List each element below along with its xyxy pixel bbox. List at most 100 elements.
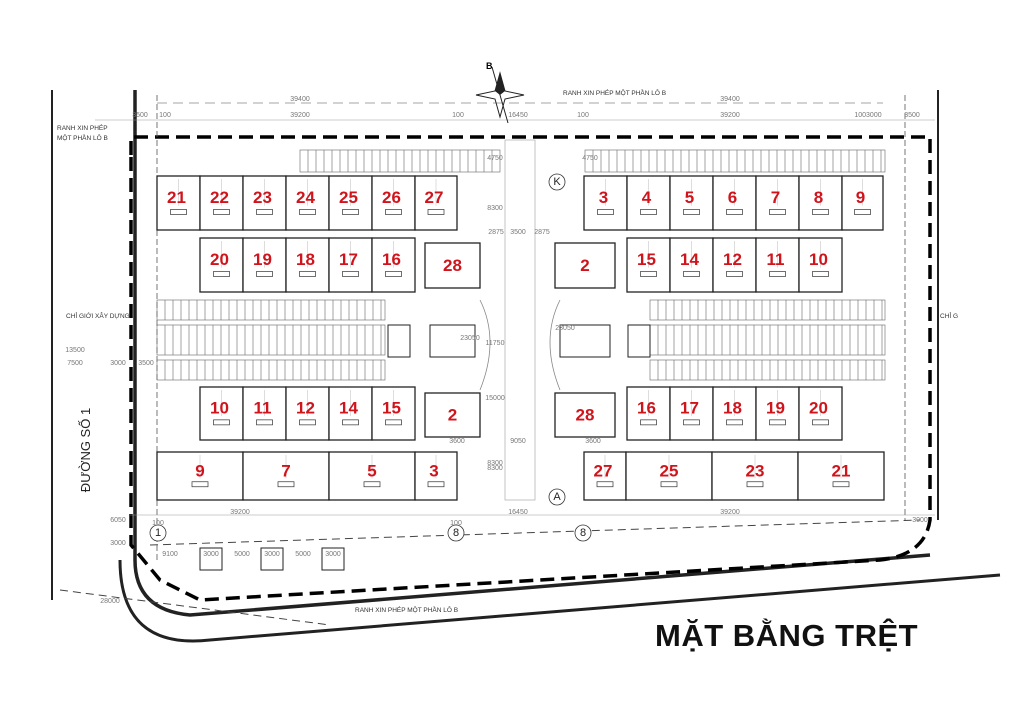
unit-outline <box>554 392 616 438</box>
dimension-center: 3600 <box>449 438 465 445</box>
unit-number: 23 <box>253 188 272 207</box>
kitchen-fixture <box>213 209 230 215</box>
kitchen-fixture <box>812 209 829 215</box>
unit-25[interactable]: 25 <box>328 175 373 231</box>
dimension-bottom: 3000 <box>325 551 341 558</box>
dimension-bottom: 9100 <box>162 551 178 558</box>
unit-number: 5 <box>685 188 694 207</box>
unit-number: 27 <box>594 462 613 481</box>
dimension-center: 3600 <box>585 438 601 445</box>
unit-8[interactable]: 8 <box>798 175 843 231</box>
unit-14[interactable]: 14 <box>328 386 373 441</box>
unit-number: 18 <box>296 250 315 269</box>
dimension-top: 100 <box>159 112 171 119</box>
dimension-center: 4750 <box>582 155 598 162</box>
unit-19[interactable]: 19 <box>755 386 800 441</box>
unit-12[interactable]: 12 <box>285 386 330 441</box>
unit-6[interactable]: 6 <box>712 175 757 231</box>
unit-18[interactable]: 18 <box>285 237 330 293</box>
unit-24[interactable]: 24 <box>285 175 330 231</box>
unit-number: 5 <box>367 462 376 481</box>
dimension-center: 9050 <box>510 438 526 445</box>
unit-27[interactable]: 27 <box>583 451 627 501</box>
kitchen-fixture <box>427 481 445 488</box>
unit-18[interactable]: 18 <box>712 386 757 441</box>
unit-number: 19 <box>253 250 272 269</box>
unit-5[interactable]: 5 <box>669 175 714 231</box>
unit-25[interactable]: 25 <box>625 451 713 501</box>
unit-3[interactable]: 3 <box>583 175 628 231</box>
parking-bay <box>199 547 223 571</box>
unit-number: 20 <box>809 399 828 418</box>
unit-16[interactable]: 16 <box>371 237 416 293</box>
kitchen-fixture <box>640 209 657 215</box>
dimension-left: 11750 <box>486 340 505 347</box>
unit-16[interactable]: 16 <box>626 386 671 441</box>
unit-number: 17 <box>680 399 699 418</box>
dimension-top: 39200 <box>290 112 310 119</box>
dimension-top: 39200 <box>720 112 740 119</box>
unit-23[interactable]: 23 <box>242 175 287 231</box>
stair-core-right <box>627 324 651 358</box>
kitchen-fixture <box>213 419 230 426</box>
unit-11[interactable]: 11 <box>755 237 800 293</box>
kitchen-fixture <box>299 419 316 426</box>
dimension-left: 13500 <box>65 347 85 354</box>
unit-2[interactable]: 2 <box>554 242 616 289</box>
unit-19[interactable]: 19 <box>242 237 287 293</box>
dimension-bottom: 39200 <box>720 509 740 516</box>
unit-9[interactable]: 9 <box>156 451 244 501</box>
unit-number: 12 <box>296 399 315 418</box>
note-setback-right: CHỈ G <box>940 311 958 320</box>
unit-27[interactable]: 27 <box>414 175 458 231</box>
unit-14[interactable]: 14 <box>669 237 714 293</box>
unit-17[interactable]: 17 <box>328 237 373 293</box>
grid-axis-8: 8 <box>447 524 465 542</box>
note-setback-left: CHỈ GIỚI XÂY DỰNG <box>66 311 130 320</box>
unit-28[interactable]: 28 <box>424 242 481 289</box>
unit-number: 16 <box>637 399 656 418</box>
unit-number: 14 <box>339 399 358 418</box>
unit-number: 4 <box>642 188 652 207</box>
unit-28[interactable]: 28 <box>554 392 616 438</box>
unit-2[interactable]: 2 <box>424 392 481 438</box>
unit-9[interactable]: 9 <box>841 175 884 231</box>
unit-number: 7 <box>281 462 290 481</box>
unit-11[interactable]: 11 <box>242 386 287 441</box>
unit-17[interactable]: 17 <box>669 386 714 441</box>
parking-bay <box>321 547 345 571</box>
compass-axis <box>491 66 509 124</box>
unit-21[interactable]: 21 <box>797 451 885 501</box>
dimension-center: 8300 <box>487 460 503 467</box>
compass-label: B <box>486 61 493 71</box>
dimension-bottom: 3000 <box>264 551 280 558</box>
unit-12[interactable]: 12 <box>712 237 757 293</box>
parking-strip <box>649 359 886 381</box>
unit-21[interactable]: 21 <box>156 175 201 231</box>
unit-7[interactable]: 7 <box>242 451 330 501</box>
note-boundary-bottom: RANH XIN PHÉP MỘT PHẦN LÔ B <box>355 604 458 614</box>
unit-23[interactable]: 23 <box>711 451 799 501</box>
dimension-bottom: 16450 <box>508 509 528 516</box>
unit-10[interactable]: 10 <box>798 237 843 293</box>
unit-number: 12 <box>723 250 742 269</box>
unit-20[interactable]: 20 <box>798 386 843 441</box>
unit-4[interactable]: 4 <box>626 175 671 231</box>
unit-22[interactable]: 22 <box>199 175 244 231</box>
unit-5[interactable]: 5 <box>328 451 416 501</box>
unit-20[interactable]: 20 <box>199 237 244 293</box>
unit-15[interactable]: 15 <box>626 237 671 293</box>
unit-number: 25 <box>660 462 679 481</box>
unit-outline <box>424 392 481 438</box>
unit-26[interactable]: 26 <box>371 175 416 231</box>
unit-number: 21 <box>832 462 851 481</box>
dimension-left: 4750 <box>487 155 503 162</box>
axis-bubble <box>574 524 592 542</box>
kitchen-fixture <box>832 481 850 488</box>
unit-7[interactable]: 7 <box>755 175 800 231</box>
unit-10[interactable]: 10 <box>199 386 244 441</box>
unit-15[interactable]: 15 <box>371 386 416 441</box>
unit-3[interactable]: 3 <box>414 451 458 501</box>
